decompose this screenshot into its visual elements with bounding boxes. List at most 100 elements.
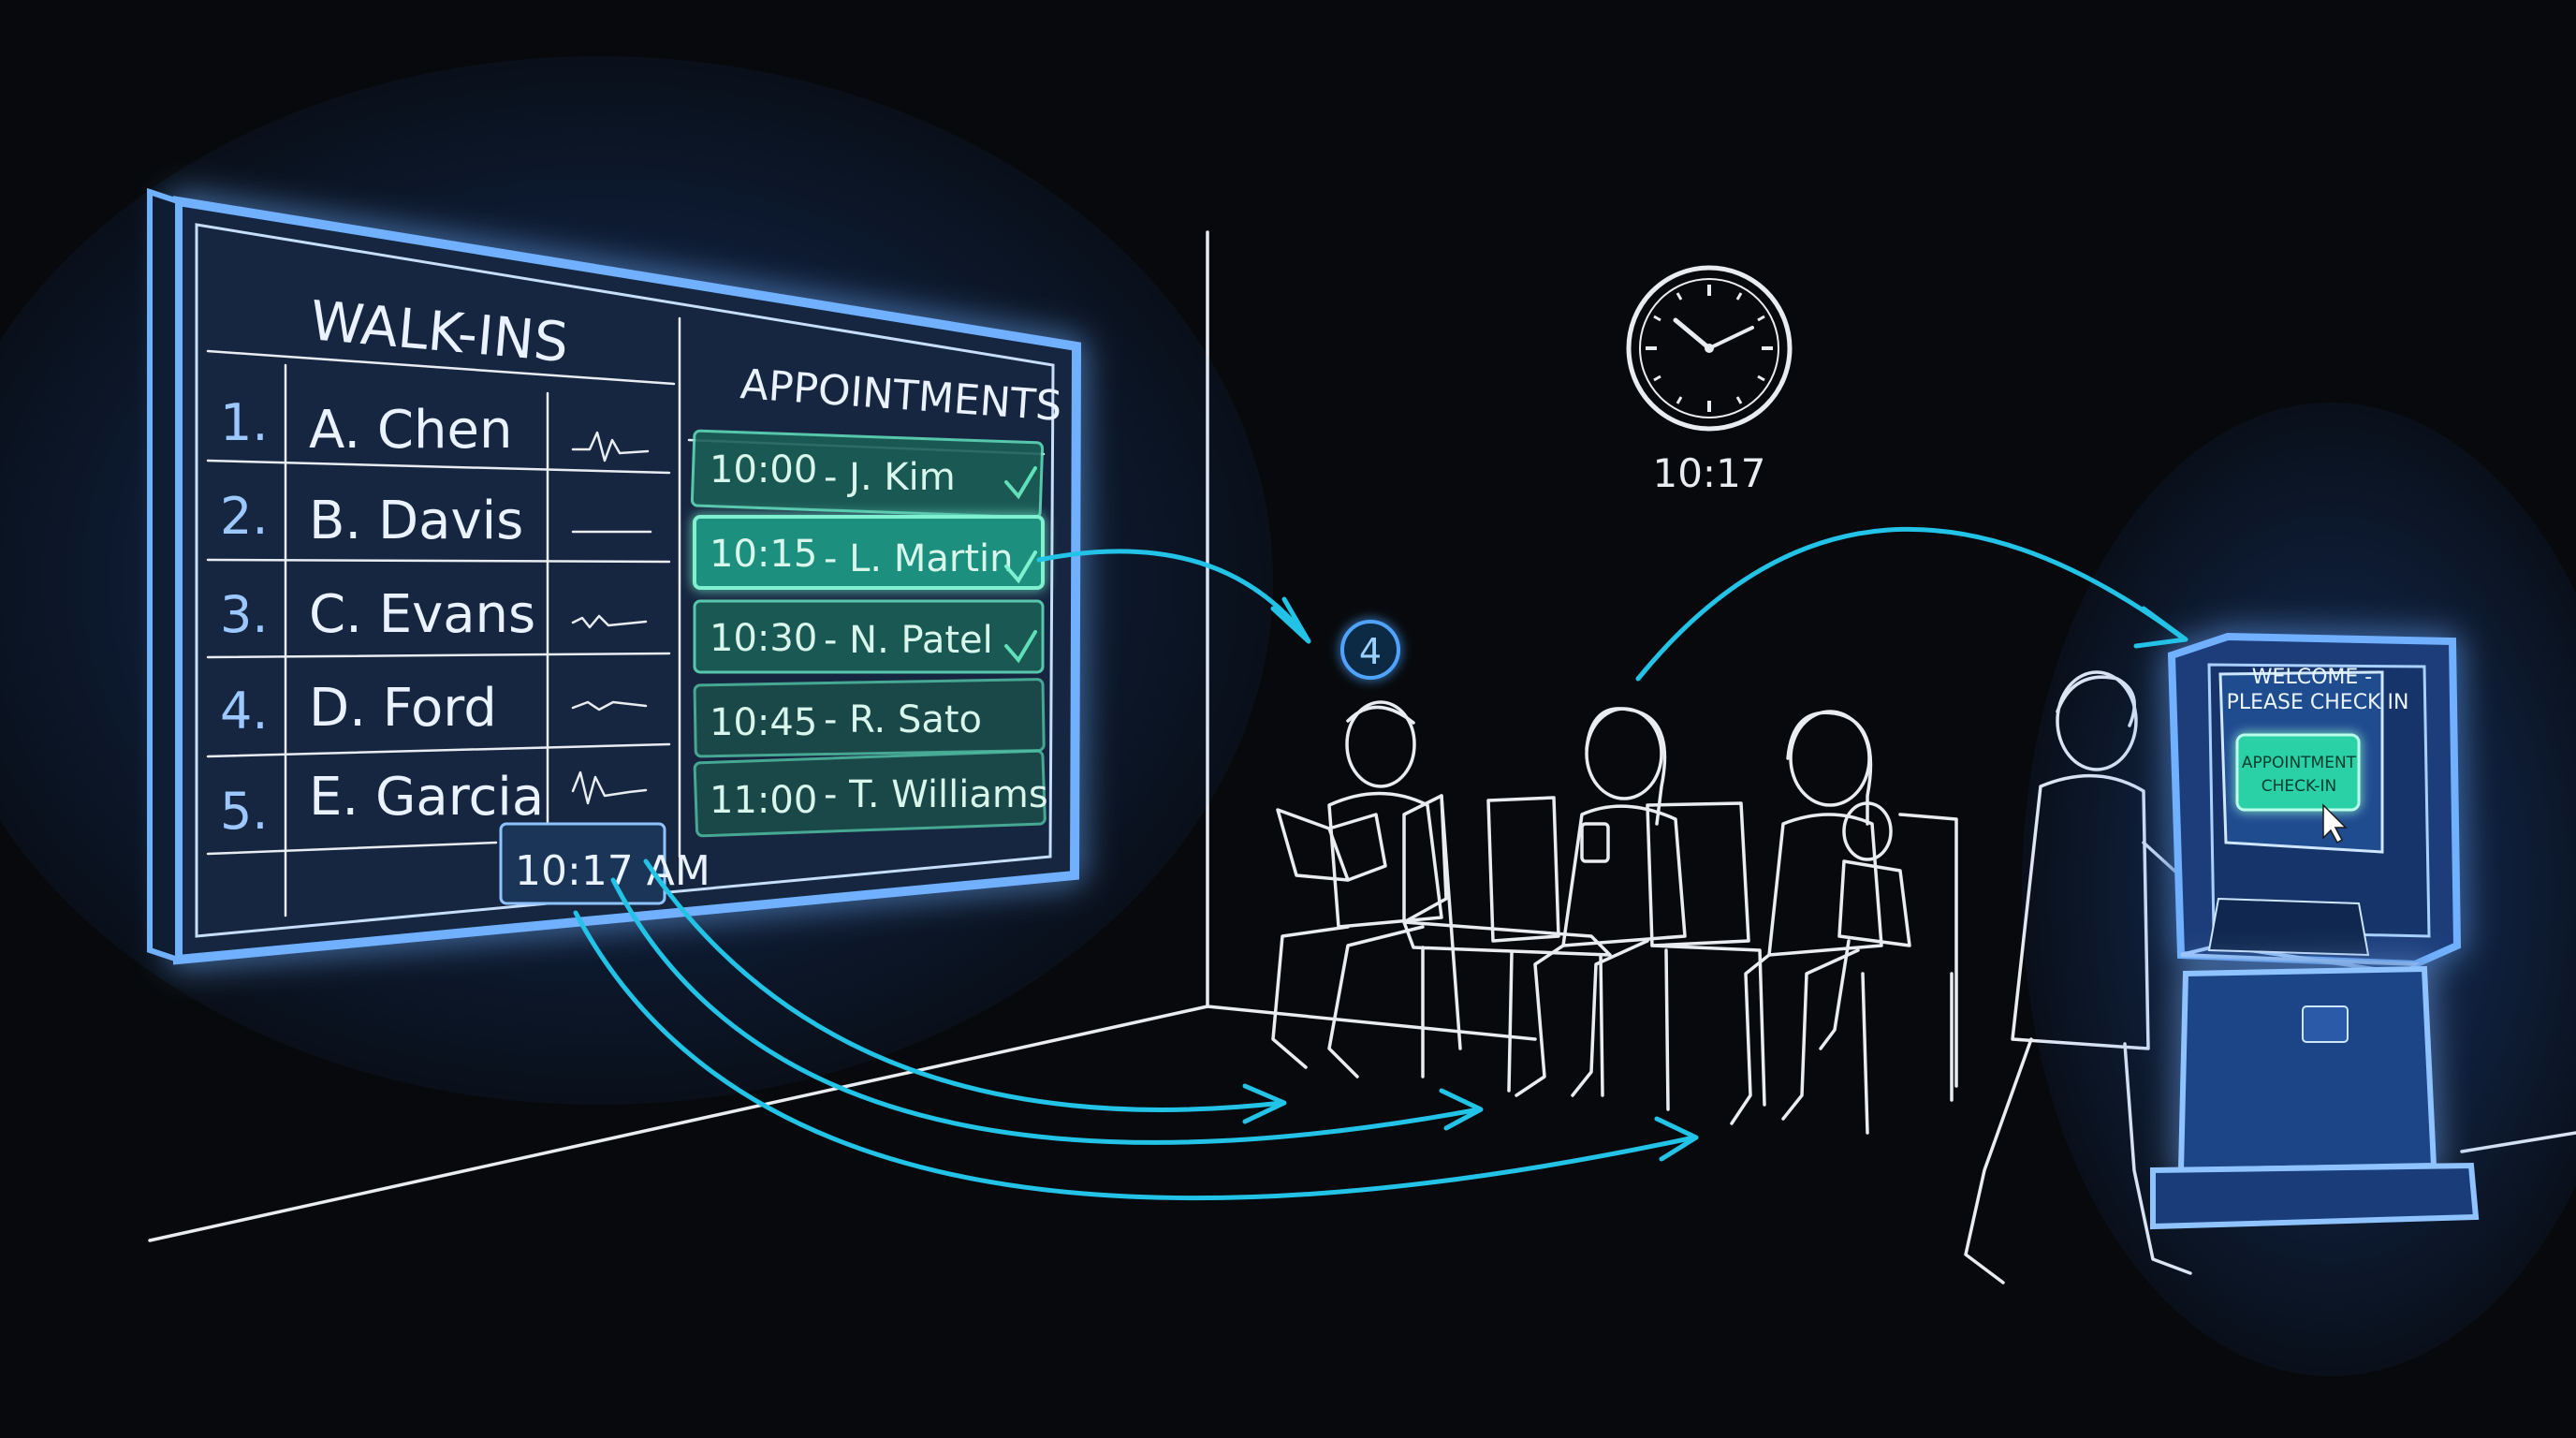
appointment-row: 10:30 - N. Patel (693, 599, 1045, 674)
appointment-check-in-button[interactable]: APPOINTMENT CHECK-IN (2235, 733, 2361, 812)
floor-line-left (148, 1005, 1209, 1242)
head (1345, 700, 1416, 788)
arrow-board-to-chair-3 (573, 910, 1697, 1201)
cursor-icon (2322, 803, 2348, 844)
walkins-list: 1. A. Chen 2. B. Davis 3. C. Evans 4. D.… (220, 393, 652, 841)
waiting-chairs (1402, 794, 1958, 1135)
arrowhead (1654, 1116, 1699, 1162)
torso (1767, 813, 1883, 957)
book-page (1327, 813, 1387, 882)
appointment-row: 11:00 - T. Williams (693, 749, 1048, 838)
status-squiggle (571, 770, 648, 805)
board-timestamp: 10:17 AM (499, 822, 710, 905)
walkin-name: C. Evans (309, 584, 535, 645)
receipt-slot-icon[interactable] (2302, 1005, 2349, 1043)
kiosk-base (2150, 1162, 2480, 1230)
flow-arrows (573, 526, 2188, 1201)
arrowhead (1242, 1083, 1287, 1124)
arrowhead (2133, 606, 2188, 649)
torso (1561, 804, 1687, 947)
queue-board: WALK-INS APPOINTMENTS 1. A. Chen 2. B. D… (0, 56, 1273, 1105)
kiosk-welcome-line2: PLEASE CHECK IN (2227, 691, 2409, 714)
chair-2-back (1486, 796, 1560, 943)
clock-face (1626, 265, 1793, 432)
clock-label: 10:17 (1652, 450, 1765, 496)
person-phone (1515, 707, 1687, 1097)
appointment-name: - L. Martin (824, 537, 1013, 580)
appointment-card (693, 749, 1046, 838)
leg (1964, 1037, 2033, 1284)
arrow-appointment-to-waiting (1036, 549, 1309, 639)
walkin-number: 4. (220, 682, 269, 741)
check-icon (1004, 630, 1037, 664)
check-in-button-bg[interactable] (2235, 733, 2361, 812)
walkin-number: 3. (220, 585, 269, 644)
leg (1781, 948, 1860, 1121)
chair-3-back (1646, 801, 1750, 947)
leg (1730, 953, 1771, 1125)
clock-minute-hand (1707, 326, 1754, 350)
check-in-kiosk: WELCOME - PLEASE CHECK IN APPOINTMENT CH… (2022, 403, 2576, 1376)
chair-leg (1599, 953, 1604, 1097)
appointment-time: 11:00 (710, 779, 817, 822)
walkin-name: D. Ford (309, 678, 497, 739)
kiosk-body (2177, 965, 2437, 1174)
torso (1327, 791, 1443, 929)
child-body (1837, 859, 1911, 947)
chair-leg (1507, 951, 1514, 1093)
board-inner-border (195, 223, 1055, 938)
leg (1515, 944, 1565, 1097)
clock-center (1705, 344, 1714, 353)
hair (1585, 707, 1667, 826)
appointment-name: - T. Williams (824, 773, 1048, 816)
check-in-button-line1: APPOINTMENT (2242, 754, 2357, 772)
appointment-time: 10:00 (710, 448, 817, 492)
appointment-card-highlighted (693, 515, 1045, 590)
appointments-list: 10:00 - J. Kim 10:15 - L. Martin 10:30 -… (690, 429, 1048, 838)
check-icon (1004, 466, 1037, 500)
appointment-name: - R. Sato (824, 698, 982, 741)
status-squiggle (571, 614, 648, 629)
appointment-card (690, 429, 1045, 520)
person-reading (1271, 700, 1443, 1078)
appointment-name: - N. Patel (824, 619, 993, 662)
child-head (1842, 801, 1893, 861)
appointment-card (693, 678, 1046, 758)
badge-circle (1340, 620, 1400, 680)
check-icon (1004, 550, 1037, 584)
floor-line-middle (1206, 1005, 1537, 1041)
person-parent-with-child (1730, 710, 1911, 1125)
walkin-number: 2. (220, 487, 269, 546)
arrow-board-to-chair-1 (643, 858, 1285, 1112)
chair-3-seat (1650, 944, 1766, 1107)
appointment-name: - J. Kim (824, 456, 956, 499)
child-leg (1819, 939, 1851, 1050)
appointment-time: 10:45 (710, 701, 817, 744)
timestamp-tab (499, 822, 666, 905)
row-line-5 (206, 841, 498, 856)
appointment-row-highlighted: 10:15 - L. Martin (693, 515, 1045, 590)
check-in-button-line2: CHECK-IN (2261, 777, 2337, 796)
walkin-name: E. Garcia (309, 767, 544, 828)
clock-ticks (1646, 285, 1773, 412)
clock-hour-hand (1673, 317, 1712, 351)
chair-leg (1664, 948, 1670, 1111)
hair (1346, 705, 1415, 725)
chair-leg (1861, 972, 1869, 1135)
clock-inner-ring (1639, 278, 1779, 418)
chair-4-back (1898, 813, 1958, 1088)
hair (1786, 711, 1873, 826)
timestamp-text: 10:17 AM (515, 847, 710, 895)
walkin-name: B. Davis (309, 491, 523, 551)
board-side (147, 187, 181, 964)
chair-1-back (1402, 794, 1448, 924)
badge-count: 4 (1359, 631, 1382, 672)
arrow-board-to-chair-2 (610, 877, 1482, 1145)
keypad-icon[interactable] (2207, 897, 2370, 957)
appointment-card (693, 599, 1045, 674)
walkin-number: 1. (220, 393, 269, 452)
status-squiggle (571, 700, 648, 712)
row-line-1 (206, 459, 671, 475)
appointment-row: 10:00 - J. Kim (690, 429, 1045, 520)
